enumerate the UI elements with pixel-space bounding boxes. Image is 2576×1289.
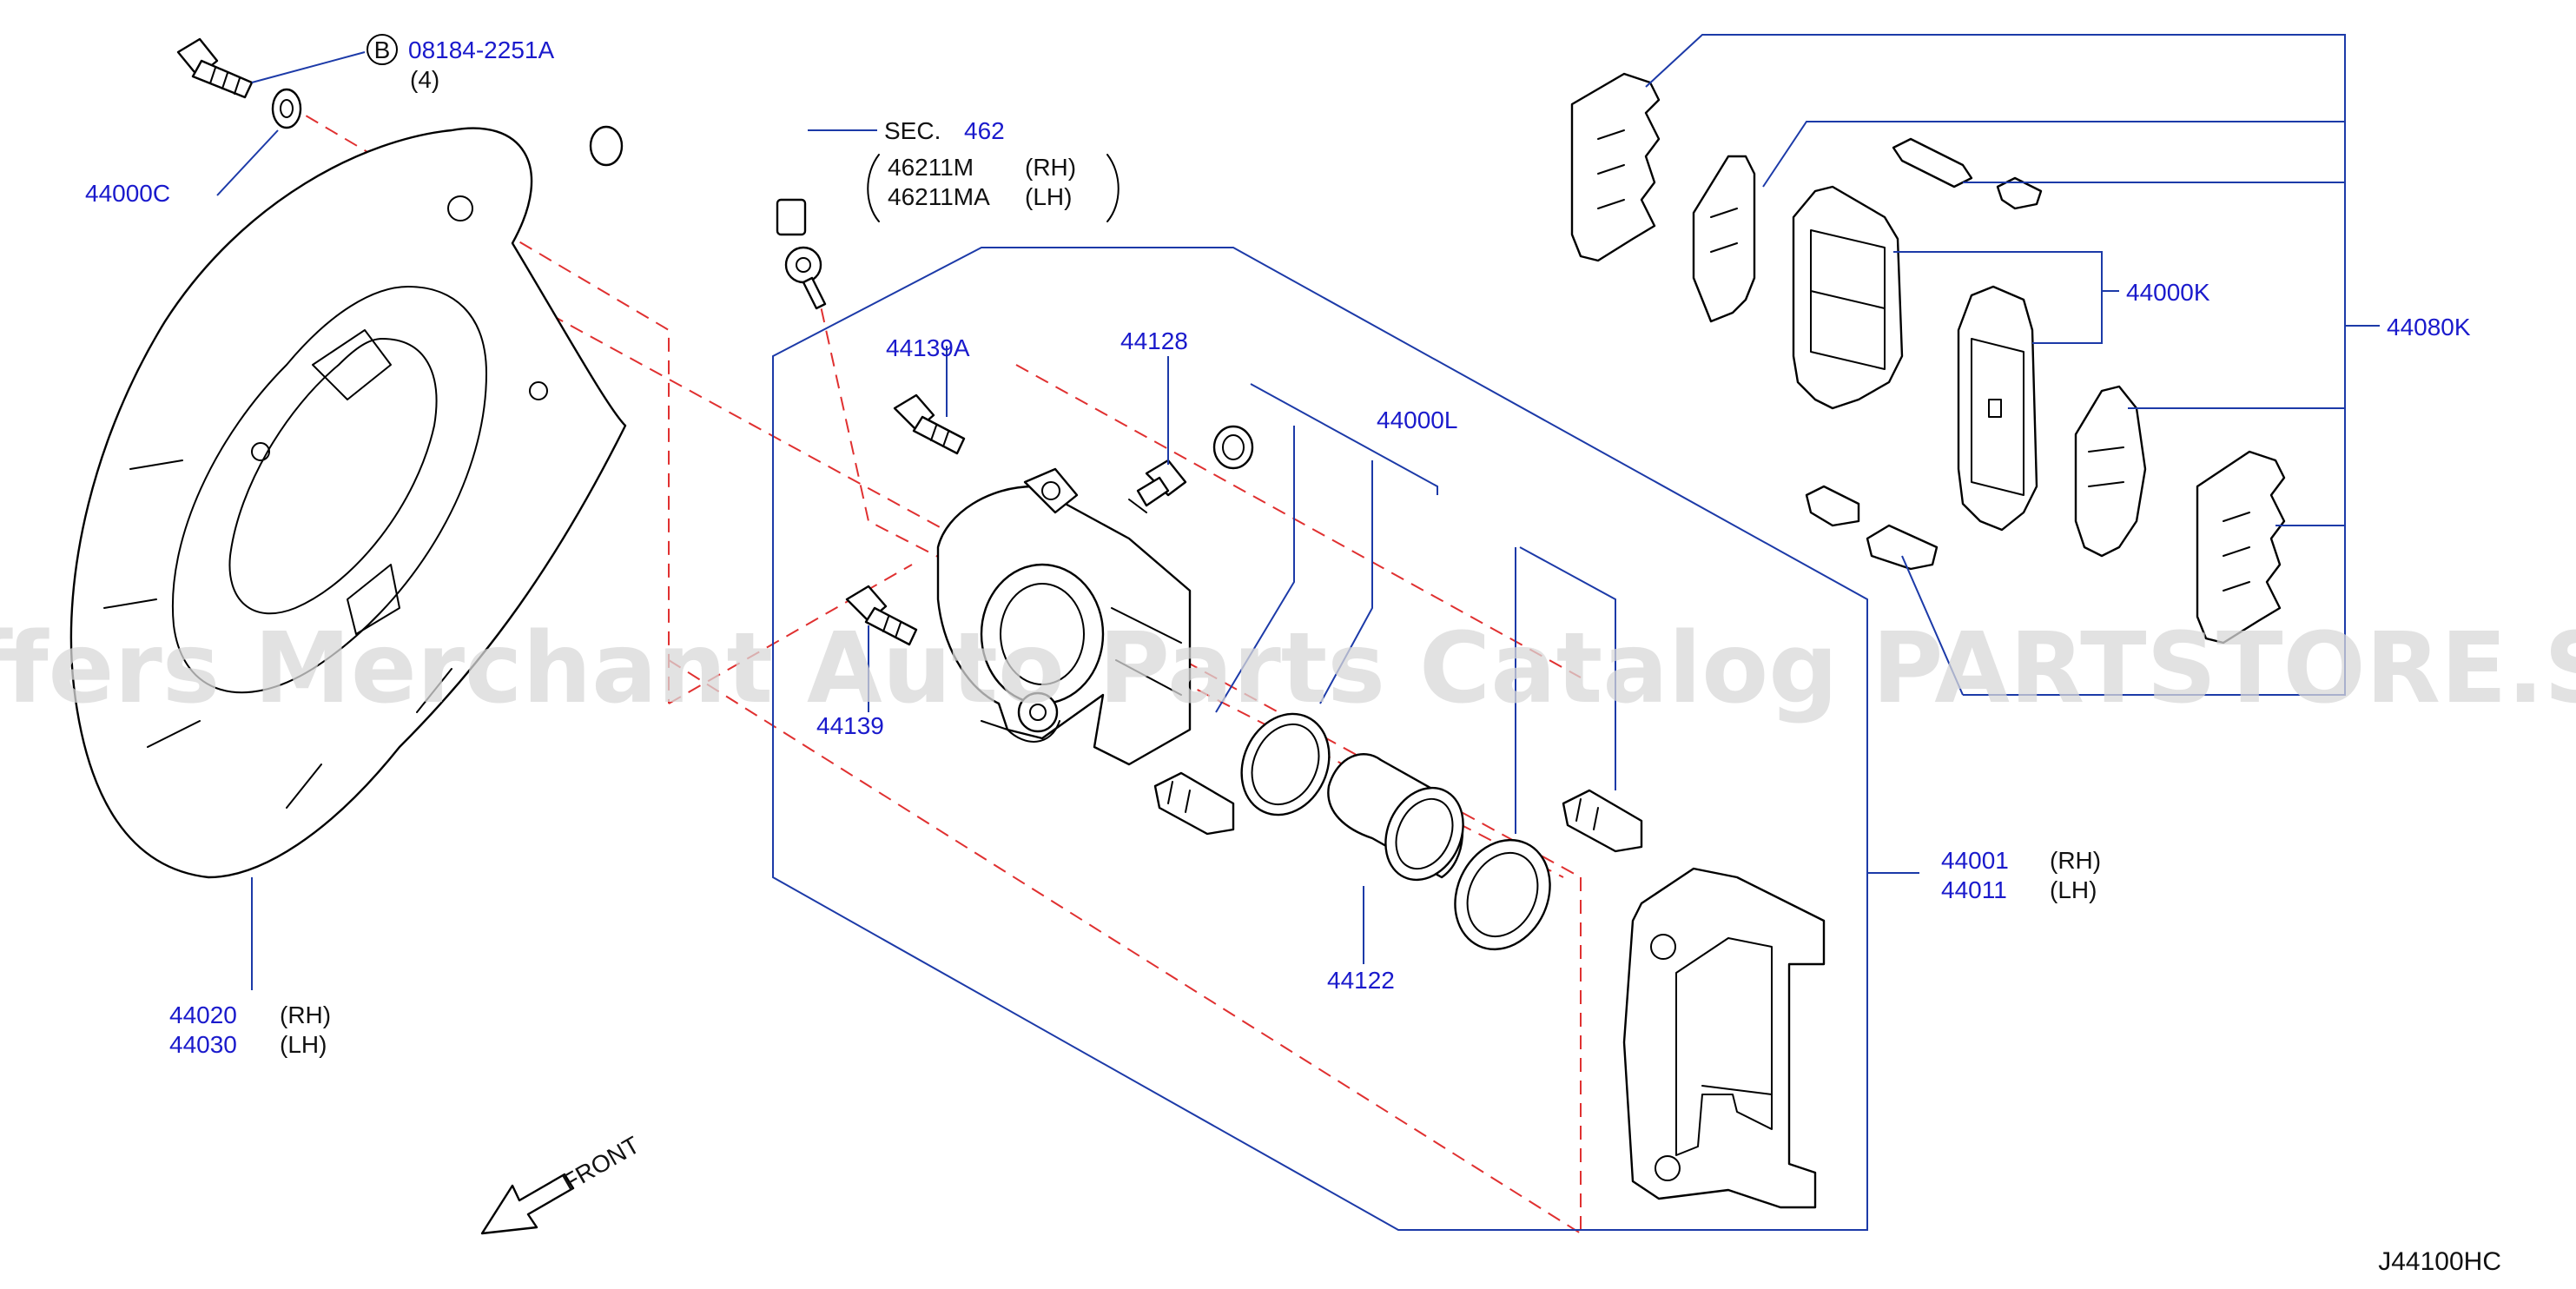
brake-hose bbox=[589, 54, 827, 310]
callout-44030[interactable]: 44030 bbox=[169, 1031, 237, 1058]
callout-46211M[interactable]: 46211M bbox=[888, 154, 974, 181]
watermark: Offers Merchant Auto Parts Catalog PARTS… bbox=[0, 612, 2576, 725]
callout-46211MA-lh: (LH) bbox=[1025, 183, 1072, 210]
guide-pin-bolt-lower bbox=[845, 585, 918, 646]
front-direction-indicator: FRONT bbox=[480, 1131, 644, 1235]
front-label: FRONT bbox=[558, 1131, 644, 1196]
guide-pin-bolt-upper bbox=[893, 393, 966, 455]
callout-46211MA[interactable]: 46211MA bbox=[888, 183, 990, 210]
callout-44001-rh: (RH) bbox=[2050, 847, 2101, 874]
callout-44000L[interactable]: 44000L bbox=[1377, 407, 1457, 433]
guide-pin-right bbox=[1562, 789, 1643, 853]
diagram-code: J44100HC bbox=[2378, 1247, 2501, 1276]
piston-boot bbox=[1454, 838, 1551, 951]
pad-shim-outer bbox=[1570, 72, 1661, 262]
callout-44128[interactable]: 44128 bbox=[1120, 327, 1188, 354]
leader-lines bbox=[216, 34, 2380, 990]
pad-shim-inner bbox=[2196, 450, 2286, 644]
caliper-bracket bbox=[1622, 867, 1826, 1209]
callout-46211M-rh: (RH) bbox=[1025, 154, 1076, 181]
callout-sec: SEC. bbox=[884, 117, 941, 144]
bleeder-screw bbox=[1128, 459, 1187, 513]
callout-44011-lh: (LH) bbox=[2050, 876, 2097, 903]
washer bbox=[271, 88, 302, 129]
piston-seal bbox=[1240, 712, 1331, 816]
callout-44122[interactable]: 44122 bbox=[1327, 967, 1395, 994]
bolt-quantity: (4) bbox=[410, 66, 439, 93]
bleeder-cap bbox=[1212, 425, 1254, 470]
callout-44030-lh: (LH) bbox=[280, 1031, 327, 1058]
callout-44139[interactable]: 44139 bbox=[816, 712, 884, 739]
hose-bracket-right bbox=[1106, 154, 1120, 222]
piston bbox=[1327, 753, 1464, 882]
callout-44000C[interactable]: 44000C bbox=[85, 180, 170, 207]
guide-pin-left bbox=[1153, 771, 1235, 836]
brake-pad-outer bbox=[1792, 185, 1904, 410]
bolt-reference: B 08184-2251A (4) bbox=[367, 34, 554, 93]
mounting-bolt bbox=[176, 37, 254, 99]
callout-44020-rh: (RH) bbox=[280, 1001, 331, 1028]
caliper-assembly-outline bbox=[772, 247, 1868, 1231]
callout-44001[interactable]: 44001 bbox=[1941, 847, 2009, 874]
bolt-part-number[interactable]: 08184-2251A bbox=[408, 36, 554, 63]
pad-clip-lower bbox=[1805, 485, 1939, 571]
front-arrow-icon bbox=[480, 1173, 575, 1235]
callout-44139A[interactable]: 44139A bbox=[886, 334, 970, 361]
backing-plate bbox=[69, 127, 627, 879]
pad-clip-upper bbox=[1892, 137, 2043, 210]
callout-44011[interactable]: 44011 bbox=[1941, 876, 2007, 903]
callout-44020[interactable]: 44020 bbox=[169, 1001, 237, 1028]
bolt-ref-symbol: B bbox=[374, 36, 391, 63]
caliper-body bbox=[936, 467, 1192, 766]
callout-sec-462[interactable]: 462 bbox=[964, 117, 1005, 144]
callout-44080K[interactable]: 44080K bbox=[2387, 314, 2471, 340]
brake-pad-inner bbox=[1957, 285, 2038, 532]
hose-bracket-left bbox=[867, 154, 880, 222]
callout-44000K[interactable]: 44000K bbox=[2126, 279, 2210, 306]
pad-anti-squeal-shim-outer bbox=[1692, 155, 1756, 323]
pad-anti-squeal-shim-inner bbox=[2074, 385, 2147, 558]
